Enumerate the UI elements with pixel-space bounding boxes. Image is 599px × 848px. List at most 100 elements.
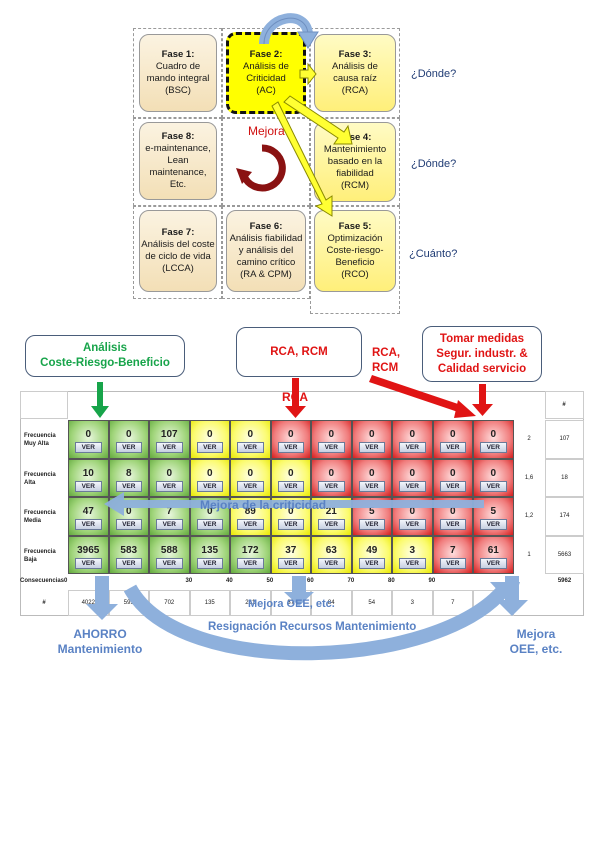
ver-button[interactable]: VER bbox=[399, 480, 426, 492]
row-total-box bbox=[545, 458, 584, 497]
ver-button[interactable]: VER bbox=[358, 442, 385, 453]
ver-button[interactable]: VER bbox=[156, 519, 183, 530]
phase-line: Análisis fiabilidad bbox=[229, 233, 303, 244]
row-label-line: Frecuencia bbox=[24, 510, 56, 516]
row-total: 5663 bbox=[557, 551, 572, 558]
phase-line: Etc. bbox=[169, 179, 187, 190]
ver-button[interactable]: VER bbox=[480, 442, 507, 453]
phase-line: Análisis del coste bbox=[141, 239, 215, 250]
ver-button[interactable]: VER bbox=[115, 519, 142, 530]
ver-button[interactable]: VER bbox=[439, 557, 466, 569]
ver-button[interactable]: VER bbox=[196, 519, 223, 530]
phase-title: Fase 7: bbox=[161, 227, 195, 238]
ver-button[interactable]: VER bbox=[156, 442, 183, 453]
phase-line: (RCO) bbox=[341, 269, 369, 280]
column-total: 37 bbox=[287, 600, 295, 606]
grid-cell bbox=[310, 118, 400, 206]
cell-value: 21 bbox=[325, 506, 337, 517]
ver-button[interactable]: VER bbox=[318, 519, 345, 530]
consequence-tick: 80 bbox=[388, 578, 395, 584]
ver-button[interactable]: VER bbox=[115, 557, 142, 569]
consequence-tick: 50 bbox=[266, 578, 274, 584]
callout-tomar-medidas: Tomar medidas Segur. industr. & Calidad … bbox=[422, 326, 542, 382]
ver-button[interactable]: VER bbox=[196, 480, 223, 492]
cell-value: 588 bbox=[160, 544, 178, 556]
ver-button[interactable]: VER bbox=[318, 557, 345, 569]
ver-button[interactable]: VER bbox=[399, 442, 426, 453]
ver-button[interactable]: VER bbox=[439, 519, 466, 530]
ver-button[interactable]: VER bbox=[75, 519, 102, 530]
ver-button[interactable]: VER bbox=[277, 442, 304, 453]
ver-button[interactable]: VER bbox=[399, 557, 426, 569]
row-label-line: Frecuencia bbox=[24, 548, 56, 555]
ver-button[interactable]: VER bbox=[277, 480, 304, 492]
phase-3-box: Fase 3: Análisis de causa raíz (RCA) bbox=[314, 34, 396, 112]
cell-value: 0 bbox=[85, 429, 92, 440]
column-total: 591 bbox=[123, 600, 134, 606]
row-label-line: Frecuencia bbox=[24, 471, 56, 478]
ver-button[interactable]: VER bbox=[115, 442, 142, 453]
ver-button[interactable]: VER bbox=[439, 480, 466, 492]
ver-button[interactable]: VER bbox=[399, 519, 426, 530]
phase-title: Fase 5: bbox=[338, 221, 372, 232]
header-hash: # bbox=[562, 402, 566, 408]
cell-value: 3 bbox=[409, 544, 416, 556]
consecuencias-label: Consecuencias bbox=[20, 578, 65, 584]
column-total: 54 bbox=[368, 600, 376, 606]
grid-cell bbox=[133, 28, 222, 118]
ver-button[interactable]: VER bbox=[358, 480, 385, 492]
ver-button[interactable]: VER bbox=[318, 442, 345, 453]
mejora-line: OEE, etc. bbox=[509, 642, 563, 656]
phase-line: causa raíz bbox=[333, 73, 377, 84]
ver-button[interactable]: VER bbox=[439, 442, 466, 453]
ver-button[interactable]: VER bbox=[480, 480, 507, 492]
cell-value: 0 bbox=[449, 467, 456, 479]
column-total-box bbox=[392, 590, 433, 616]
phase-line: mando integral bbox=[146, 73, 210, 84]
ver-button[interactable]: VER bbox=[277, 557, 304, 569]
header-corner bbox=[20, 391, 68, 419]
row-label-line: Baja bbox=[24, 556, 37, 563]
ver-button[interactable]: VER bbox=[156, 557, 183, 569]
ver-button[interactable]: VER bbox=[115, 480, 142, 492]
ver-button[interactable]: VER bbox=[358, 519, 385, 530]
grand-total: 5962 bbox=[557, 578, 572, 584]
mejora-label: Mejora bbox=[248, 124, 285, 138]
phase-1-box: Fase 1: Cuadro de mando integral (BSC) bbox=[139, 34, 217, 112]
ver-button[interactable]: VER bbox=[156, 480, 183, 492]
ver-button[interactable]: VER bbox=[75, 557, 102, 569]
ver-button[interactable]: VER bbox=[75, 480, 102, 492]
ver-button[interactable]: VER bbox=[237, 557, 264, 569]
ver-button[interactable]: VER bbox=[196, 557, 223, 569]
row-label-line: Frecuencia bbox=[24, 433, 56, 439]
phase-4-box: Fase 4: Mantenimiento basado en la fiabi… bbox=[314, 122, 396, 202]
phase-line: y análisis del bbox=[238, 245, 294, 256]
ver-button[interactable]: VER bbox=[237, 519, 264, 530]
cycle-icon bbox=[236, 144, 286, 192]
column-total: 84 bbox=[327, 600, 335, 606]
ver-button[interactable]: VER bbox=[480, 519, 507, 530]
row-label-line: Media bbox=[24, 518, 42, 524]
ver-button[interactable]: VER bbox=[277, 519, 304, 530]
ver-button[interactable]: VER bbox=[358, 557, 385, 569]
ver-button[interactable]: VER bbox=[237, 480, 264, 492]
ver-button[interactable]: VER bbox=[237, 442, 264, 453]
ver-button[interactable]: VER bbox=[480, 557, 507, 569]
cell-value: 8 bbox=[125, 467, 132, 479]
phase-8-box: Fase 8: e-maintenance, Lean maintenance,… bbox=[139, 122, 217, 200]
ver-button[interactable]: VER bbox=[318, 480, 345, 492]
ver-button[interactable]: VER bbox=[196, 442, 223, 453]
consequence-tick: 30 bbox=[185, 578, 193, 584]
phase-title: Fase 2: bbox=[249, 49, 283, 60]
ver-button[interactable]: VER bbox=[75, 442, 102, 453]
phase-line: Análisis de bbox=[243, 61, 289, 72]
